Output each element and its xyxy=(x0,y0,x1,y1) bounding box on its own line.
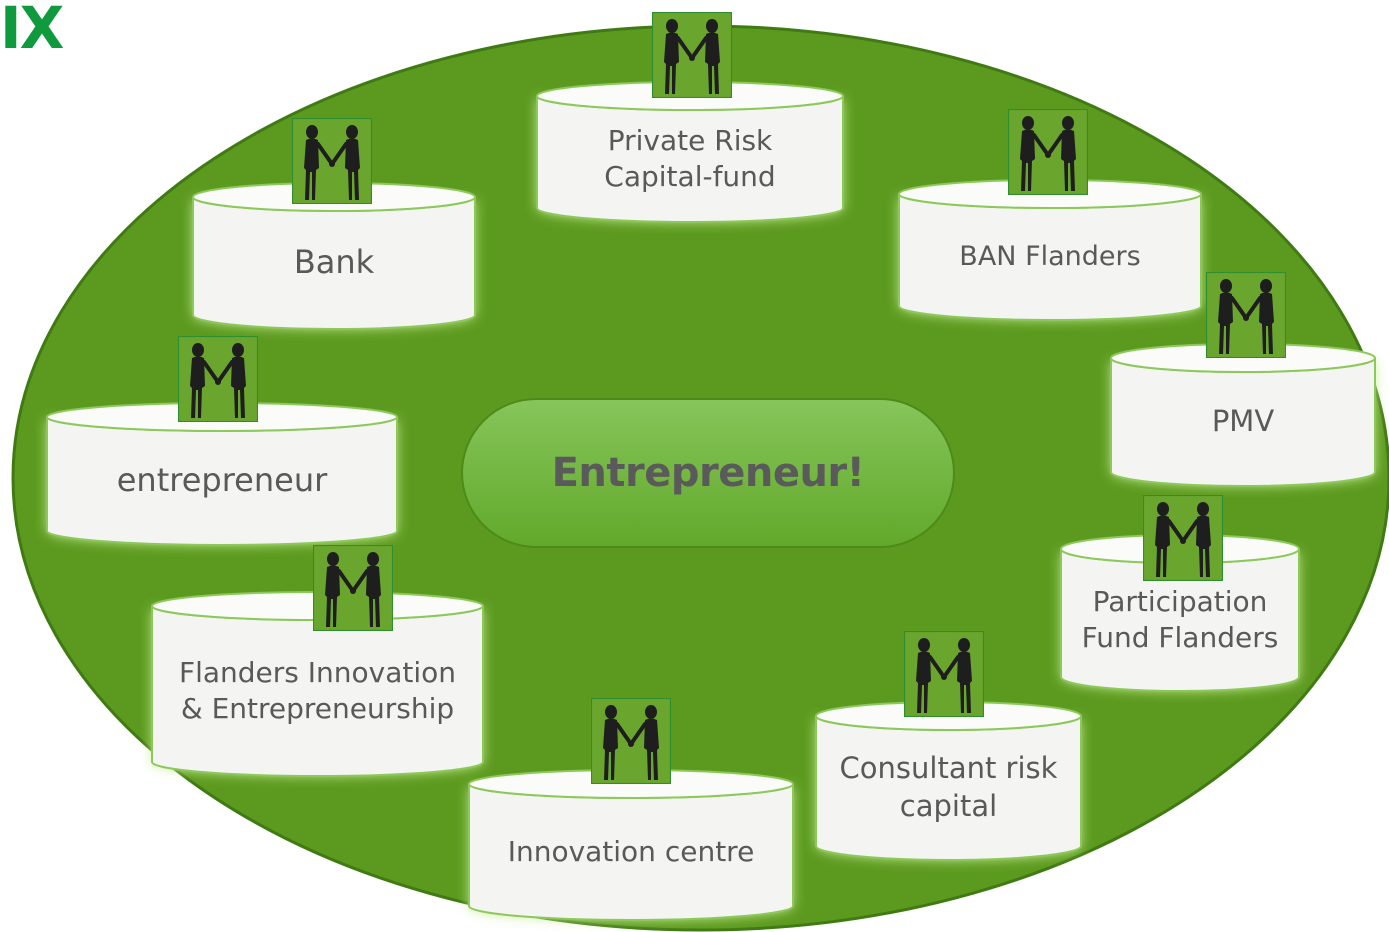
handshake-icon xyxy=(903,630,985,718)
node-icon-bank xyxy=(291,117,373,205)
cylinder-shape xyxy=(468,769,794,921)
node-label: PMV xyxy=(1211,404,1275,439)
handshake-icon xyxy=(291,117,373,205)
handshake-icon xyxy=(1142,494,1224,582)
node-icon-pmv xyxy=(1205,271,1287,359)
handshake-icon xyxy=(1205,271,1287,359)
node-label: Bank xyxy=(293,243,375,282)
node-pmv: PMV xyxy=(1110,343,1376,487)
hub-entrepreneur: Entrepreneur! xyxy=(461,398,955,548)
cylinder-shape xyxy=(815,701,1082,861)
handshake-icon xyxy=(1007,108,1089,196)
node-label: entrepreneur xyxy=(116,461,328,500)
handshake-icon xyxy=(590,697,672,785)
node-flanders-innovation-entrepreneurship: Flanders Innovation & Entrepreneurship xyxy=(151,591,484,777)
handshake-icon xyxy=(177,335,259,423)
node-label: Consultant risk capital xyxy=(839,751,1058,823)
node-consultant-risk-capital: Consultant risk capital xyxy=(815,701,1082,861)
node-innovation-centre: Innovation centre xyxy=(468,769,794,921)
node-label: Innovation centre xyxy=(507,834,755,868)
cylinder-shape xyxy=(192,182,476,330)
node-label: BAN Flanders xyxy=(959,241,1141,273)
node-icon-ban-flanders xyxy=(1007,108,1089,196)
node-icon-private-risk-capital-fund xyxy=(651,11,733,99)
node-icon-participation-fund-flanders xyxy=(1142,494,1224,582)
node-icon-innovation-centre xyxy=(590,697,672,785)
node-ban-flanders: BAN Flanders xyxy=(898,179,1202,321)
node-bank: Bank xyxy=(192,182,476,330)
handshake-icon xyxy=(651,11,733,99)
cylinder-shape xyxy=(1110,343,1376,487)
cylinder-shape xyxy=(151,591,484,777)
page-marker: IX xyxy=(0,0,64,62)
node-entrepreneur: entrepreneur xyxy=(46,402,398,546)
handshake-icon xyxy=(312,544,394,632)
node-private-risk-capital-fund: Private Risk Capital-fund xyxy=(536,81,844,223)
node-icon-entrepreneur xyxy=(177,335,259,423)
node-label: Flanders Innovation & Entrepreneurship xyxy=(178,655,457,725)
node-label: Participation Fund Flanders xyxy=(1081,584,1279,654)
cylinder-shape xyxy=(898,179,1202,321)
node-icon-flanders-innovation-entrepreneurship xyxy=(312,544,394,632)
node-label: Private Risk Capital-fund xyxy=(604,123,776,193)
hub-label: Entrepreneur! xyxy=(551,450,865,496)
node-icon-consultant-risk-capital xyxy=(903,630,985,718)
cylinder-shape xyxy=(46,402,398,546)
